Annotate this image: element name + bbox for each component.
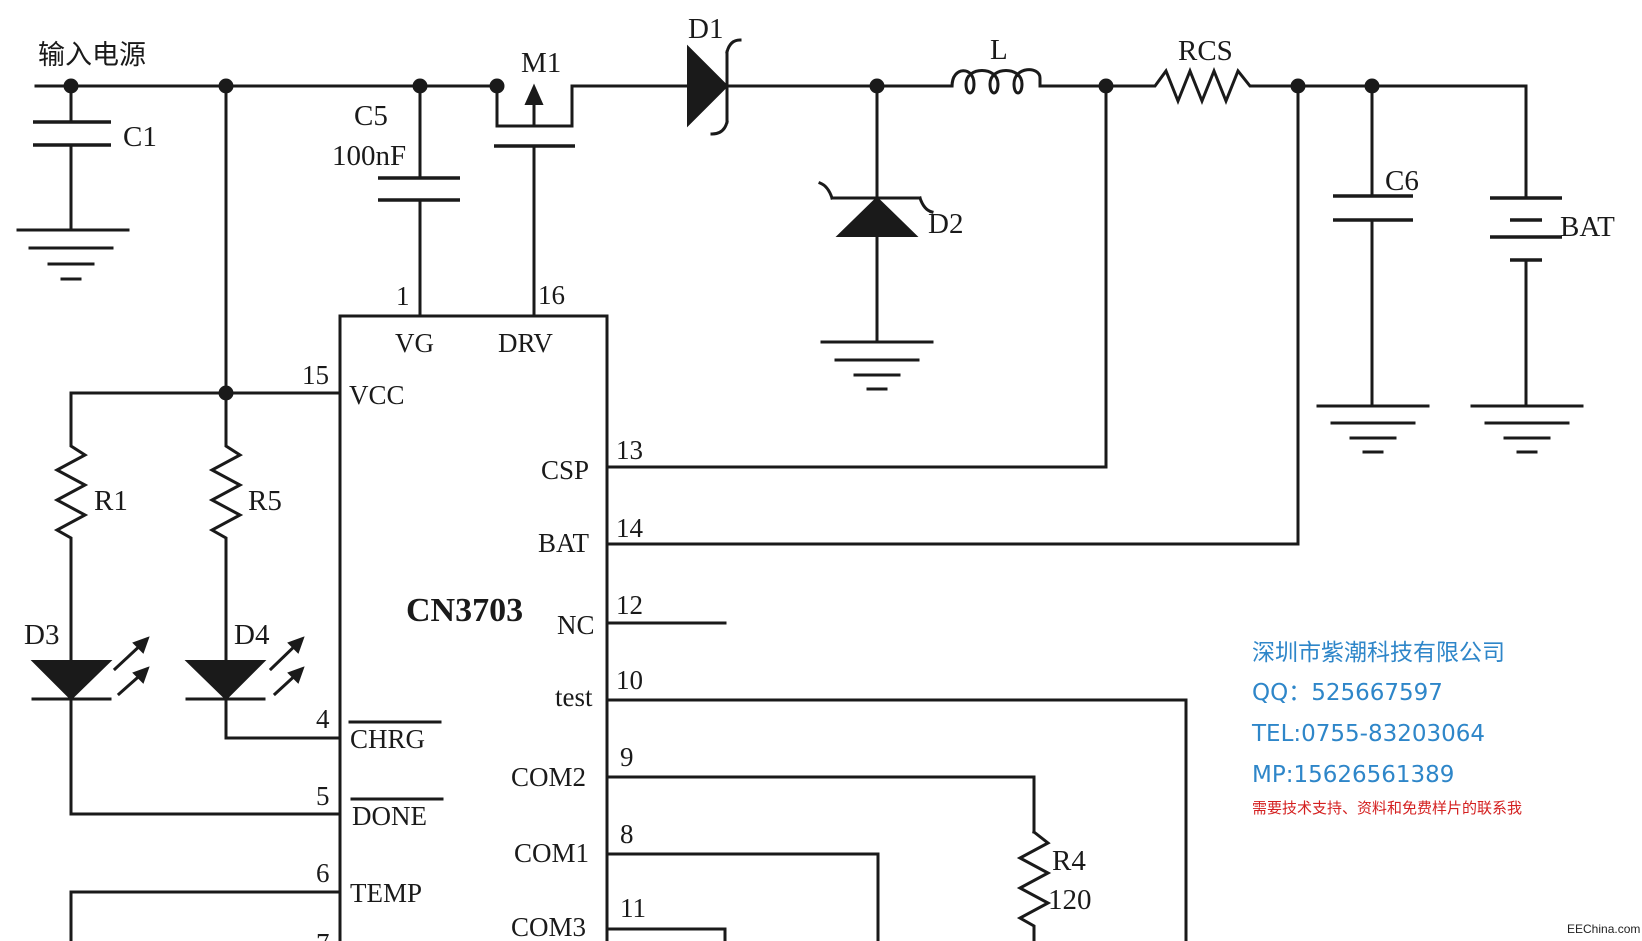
resistor-r1	[53, 391, 89, 663]
led-d3	[30, 636, 342, 816]
r4-value: 120	[1048, 884, 1092, 916]
company-tel: TEL:0755-83203064	[1251, 721, 1485, 747]
company-mp: MP:15626561389	[1252, 762, 1454, 788]
pin-temp-name: TEMP	[350, 878, 422, 908]
pin-temp-number: 6	[316, 858, 330, 888]
company-name: 深圳市紫潮科技有限公司	[1252, 640, 1505, 666]
led-d4	[184, 636, 342, 740]
capacitor-c1	[16, 84, 130, 281]
pin-com2-name: COM2	[511, 762, 586, 792]
pin-com3-name: COM3	[511, 912, 586, 941]
d3-label: D3	[24, 619, 59, 651]
pin-com3-number: 11	[620, 893, 646, 923]
pin-vg-name: VG	[395, 328, 434, 358]
c5-label: C5	[354, 100, 388, 132]
r5-label: R5	[248, 485, 282, 517]
d2-label: D2	[928, 208, 963, 240]
ic-name: CN3703	[406, 592, 523, 629]
pin-vcc-name: VCC	[349, 380, 405, 410]
d1-label: D1	[688, 13, 723, 45]
c1-label: C1	[123, 121, 157, 153]
com1-wire	[605, 852, 880, 941]
resistor-r4	[1016, 829, 1052, 941]
pin-done-name: DONE	[352, 801, 427, 831]
pin-nc-number: 12	[616, 590, 643, 620]
pin-bat-number: 14	[616, 513, 644, 543]
test-wire	[605, 698, 1188, 941]
pin-bat-name: BAT	[538, 528, 590, 558]
pin-7-number: 7	[316, 928, 330, 941]
pin-vcc-number: 15	[302, 360, 329, 390]
capacitor-c5	[378, 84, 460, 318]
pin-chrg-number: 4	[316, 704, 330, 734]
pin-csp-number: 13	[616, 435, 643, 465]
pin-test-name: test	[555, 682, 593, 712]
capacitor-c6	[1316, 84, 1430, 454]
pin-com1-name: COM1	[514, 838, 589, 868]
com3-wire	[605, 927, 727, 941]
ic-cn3703	[338, 314, 609, 941]
com2-wire	[605, 775, 1036, 834]
r4-label: R4	[1052, 845, 1086, 877]
pin-chrg-name: CHRG	[350, 724, 425, 754]
bat-label: BAT	[1560, 211, 1615, 243]
company-note: 需要技术支持、资料和免费样片的联系我	[1252, 799, 1522, 817]
diode-d2	[818, 78, 934, 391]
pin-nc-name: NC	[557, 610, 595, 640]
input-power-label: 输入电源	[38, 40, 146, 71]
input-rail	[34, 78, 505, 94]
bat-sense-wire	[605, 84, 1300, 546]
d4-label: D4	[234, 619, 270, 651]
company-qq: QQ：525667597	[1252, 680, 1443, 706]
resistor-rcs	[1108, 66, 1380, 106]
c6-label: C6	[1385, 165, 1419, 197]
battery-bat	[1370, 84, 1584, 454]
vcc-wire	[69, 84, 342, 401]
c5-value: 100nF	[332, 140, 406, 172]
csp-wire	[605, 84, 1108, 469]
pin-vg-number: 1	[396, 281, 410, 311]
pin-done-number: 5	[316, 781, 330, 811]
pin-com2-number: 9	[620, 742, 634, 772]
pin-com1-number: 8	[620, 819, 634, 849]
pin-csp-name: CSP	[541, 455, 589, 485]
pin-drv-name: DRV	[498, 328, 553, 358]
r1-label: R1	[94, 485, 128, 517]
mosfet-m1	[494, 83, 690, 318]
watermark: EEChina.com	[1567, 922, 1640, 936]
m1-label: M1	[521, 47, 561, 79]
diode-d1	[687, 38, 954, 136]
pin-test-number: 10	[616, 665, 643, 695]
resistor-r5	[208, 391, 244, 663]
l-label: L	[990, 34, 1008, 66]
rcs-label: RCS	[1178, 35, 1233, 67]
pin-drv-number: 16	[538, 280, 565, 310]
inductor-l	[950, 68, 1114, 95]
